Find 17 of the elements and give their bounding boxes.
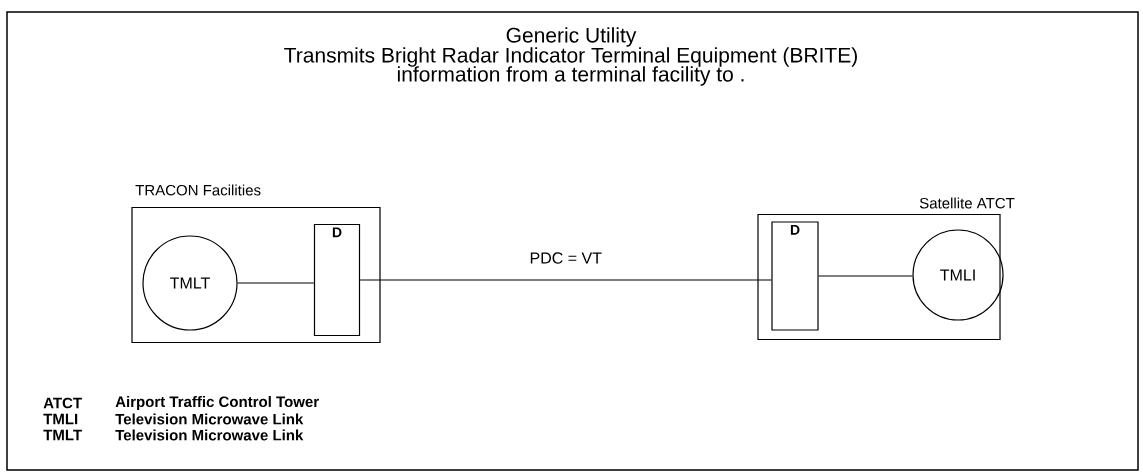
subtitle: information from a terminal facility to . (397, 66, 744, 86)
title: Generic Utility (506, 27, 637, 47)
device-box: D (313, 223, 361, 337)
abbreviation: TMLI (43, 413, 78, 425)
definition: Television Microwave Link (115, 413, 304, 425)
definition: Airport Traffic Control Tower (115, 396, 319, 410)
abbreviation: TMLT (43, 429, 82, 441)
connector-line (359, 279, 772, 281)
device-box: D (771, 221, 819, 331)
subtitle: Transmits Bright Radar Indicator Terminal Equipment (BRITE) (284, 47, 857, 67)
node-label: TRACON Facilities (135, 184, 261, 196)
abbreviation: ATCT (43, 397, 82, 409)
connector-line (818, 275, 913, 277)
node-label: Satellite ATCT (919, 197, 1015, 209)
definition: Television Microwave Link (115, 429, 304, 441)
connector-line (237, 282, 315, 284)
edge-label: PDC = VT (530, 252, 602, 264)
